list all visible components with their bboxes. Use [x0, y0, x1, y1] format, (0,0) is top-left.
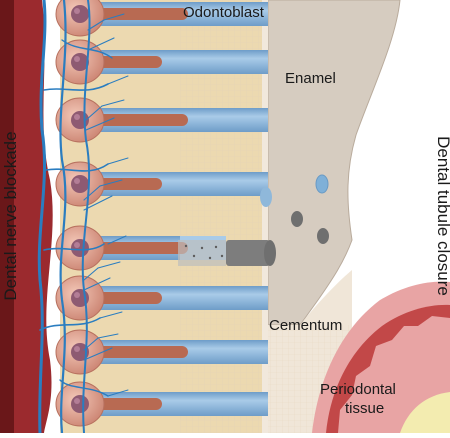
nerve-network	[37, 0, 129, 435]
odontoblast-process	[92, 178, 162, 190]
label-dental-nerve-blockade: Dental nerve blockade	[1, 131, 20, 301]
pulp-layer	[0, 0, 53, 433]
tubule-occlusion-plug	[178, 240, 276, 266]
odontoblast-nucleus	[71, 175, 89, 193]
nucleus-highlight	[74, 8, 80, 14]
odontoblast-nucleus	[71, 5, 89, 23]
nucleus-highlight	[74, 114, 80, 120]
label-periodontal-line2: tissue	[345, 400, 385, 417]
odontoblast-process	[92, 292, 162, 304]
nucleus-highlight	[74, 346, 80, 352]
odontoblast-nucleus	[71, 239, 89, 257]
label-odontoblast: Odontoblast	[183, 4, 264, 21]
enamel-layer	[262, 0, 401, 326]
odontoblast-process	[92, 114, 188, 126]
odontoblast-nucleus	[71, 395, 89, 413]
odontoblast-process	[92, 242, 188, 254]
nucleus-highlight	[74, 242, 80, 248]
odontoblast-cells	[55, 0, 188, 427]
odontoblast-process	[92, 56, 162, 68]
nucleus-highlight	[74, 292, 80, 298]
odontoblast-process	[92, 346, 188, 358]
label-dental-tubule-closure: Dental tubule closure	[434, 136, 450, 296]
label-periodontal-line1: Periodontal	[320, 381, 396, 398]
odontoblast-process	[92, 398, 162, 410]
odontoblast-process	[92, 8, 188, 20]
tubule-openings	[260, 174, 329, 244]
nucleus-highlight	[74, 56, 80, 62]
periodontal-tissue	[312, 281, 450, 433]
label-enamel: Enamel	[285, 70, 336, 87]
nucleus-highlight	[74, 178, 80, 184]
label-cementum: Cementum	[269, 317, 343, 334]
nucleus-highlight	[74, 398, 80, 404]
